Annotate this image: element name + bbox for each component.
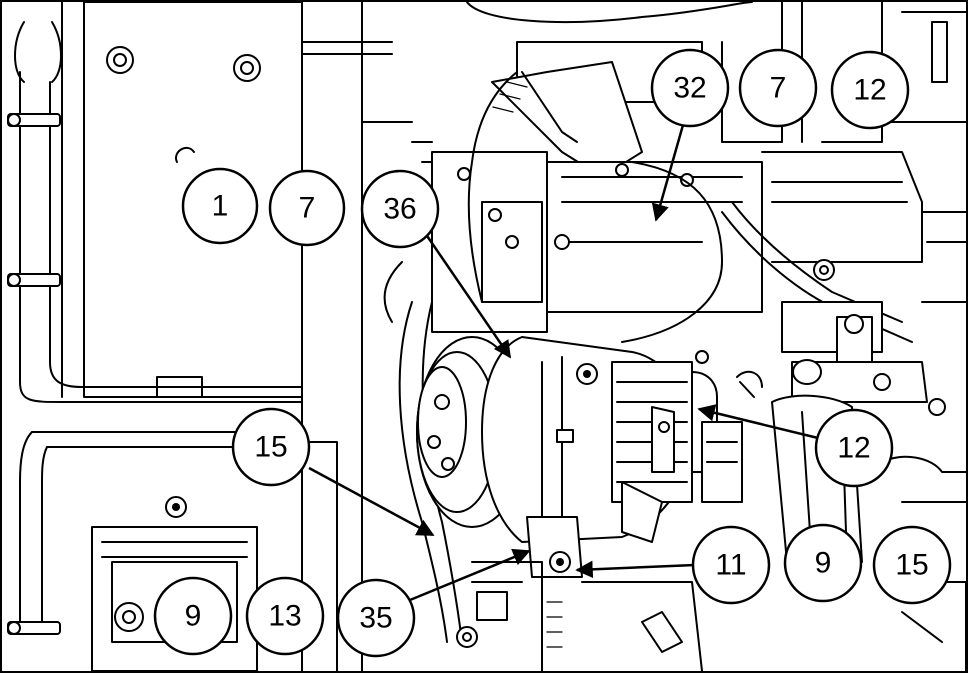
callout-9-left: 9 [153,576,233,656]
callout-9-left-label: 9 [185,600,202,633]
callout-13-label: 13 [268,600,301,633]
callout-11: 11 [691,525,771,605]
callout-7-left-label: 7 [299,192,316,225]
callout-32-label: 32 [673,72,706,105]
callout-36: 36 [360,169,440,249]
callout-1-label: 1 [212,190,229,223]
callout-35-label: 35 [359,602,392,635]
callout-15-right-label: 15 [895,549,928,582]
callout-7-top: 7 [738,48,818,128]
callout-15-left-label: 15 [254,431,287,464]
engine-block-top [411,2,966,343]
fuel-filter-assembly [695,301,966,671]
callout-32: 32 [650,48,730,128]
callout-15-right: 15 [872,525,952,605]
callout-12-right: 12 [814,408,894,488]
alternator [416,336,718,543]
fan-belt [383,261,463,643]
callout-9-right: 9 [783,523,863,603]
callout-7-left: 7 [268,169,346,247]
callout-1: 1 [181,167,259,245]
callout-9-right-label: 9 [815,547,832,580]
leader-arrows [308,124,819,602]
callout-7-top-label: 7 [770,72,787,105]
callout-36-label: 36 [383,193,416,226]
callout-15-left: 15 [231,407,311,487]
callout-12-top: 12 [830,50,910,130]
coolant-hose [7,21,303,635]
callout-13: 13 [245,576,325,656]
callout-35: 35 [336,578,416,658]
wiring-harness [467,71,723,343]
callout-11-label: 11 [715,549,746,582]
callout-12-top-label: 12 [853,74,886,107]
callout-12-right-label: 12 [837,432,870,465]
